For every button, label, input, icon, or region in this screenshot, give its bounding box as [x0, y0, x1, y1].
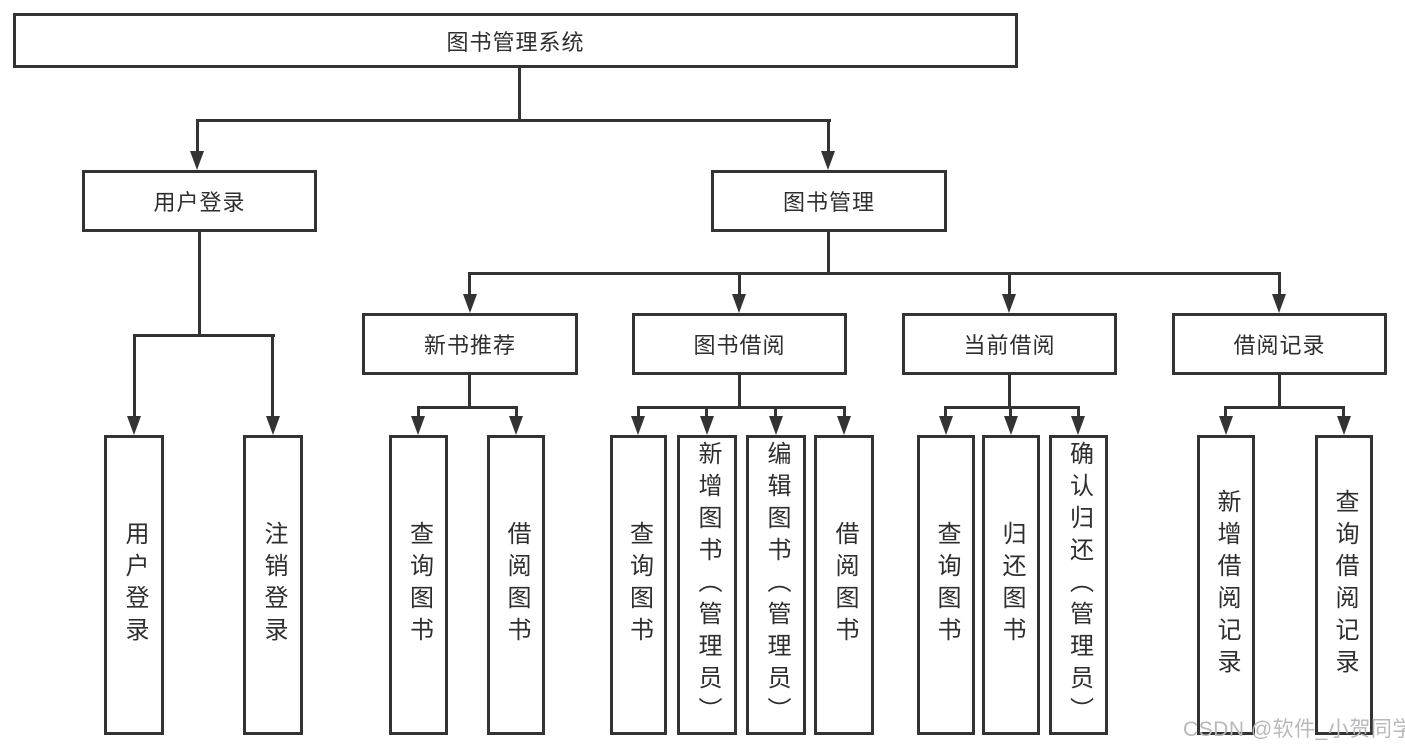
node-leaf-bb-query: 查询图书 [610, 435, 667, 735]
leaf-br-add-label: 新增借阅记录 [1213, 489, 1240, 681]
node-borrow-record: 借阅记录 [1172, 313, 1387, 375]
connector-drop-book-mgmt [827, 119, 830, 155]
node-leaf-bb-edit: 编辑图书（管理员） [746, 435, 806, 735]
arrow-to-new-book [463, 294, 477, 313]
node-leaf-cb-query: 查询图书 [917, 435, 975, 735]
connector-drop-new-book [468, 272, 471, 298]
arrow-to-borrow-record [1272, 294, 1286, 313]
node-leaf-nb-borrow: 借阅图书 [487, 435, 545, 735]
node-book-borrow: 图书借阅 [632, 313, 847, 375]
leaf-cb-return-label: 归还图书 [998, 521, 1025, 649]
connector-drop-bb-edit [774, 406, 777, 420]
connector-drop-current-borrow [1008, 272, 1011, 298]
node-new-book-label: 新书推荐 [423, 333, 516, 358]
connector-book-mgmt-split [468, 272, 1281, 275]
connector-root-split [196, 119, 831, 122]
arrow-to-cb-confirm [1071, 416, 1085, 435]
arrow-to-br-query [1337, 416, 1351, 435]
connector-drop-cb-confirm [1077, 406, 1080, 420]
arrow-to-leaf-user-login [127, 416, 141, 435]
connector-book-mgmt-stem [827, 232, 830, 275]
arrow-to-bb-add [700, 416, 714, 435]
connector-drop-borrow-record [1278, 272, 1281, 298]
arrow-to-bb-edit [769, 416, 783, 435]
arrow-to-cb-return [1004, 416, 1018, 435]
leaf-bb-edit-label: 编辑图书（管理员） [763, 441, 790, 729]
node-root: 图书管理系统 [13, 13, 1018, 68]
leaf-bb-query-label: 查询图书 [625, 521, 653, 649]
arrow-to-book-mgmt [821, 151, 835, 170]
connector-drop-book-borrow [738, 272, 741, 298]
node-leaf-cb-confirm: 确认归还（管理员） [1049, 435, 1108, 735]
arrow-to-bb-borrow [837, 416, 851, 435]
leaf-cb-confirm-label: 确认归还（管理员） [1065, 441, 1093, 729]
connector-drop-leaf-user-login [133, 334, 136, 420]
arrow-to-current-borrow [1002, 294, 1016, 313]
arrow-to-book-borrow [732, 294, 746, 313]
connector-current-borrow-split [944, 406, 1080, 409]
node-leaf-cb-return: 归还图书 [982, 435, 1040, 735]
node-book-mgmt: 图书管理 [711, 170, 947, 232]
connector-drop-nb-borrow [515, 406, 518, 420]
connector-borrow-record-split [1224, 406, 1345, 409]
leaf-nb-query-label: 查询图书 [405, 521, 433, 649]
node-book-borrow-label: 图书借阅 [693, 333, 786, 358]
leaf-br-query-label: 查询借阅记录 [1331, 489, 1358, 681]
csdn-watermark: CSDN @软件_小贺同学 [1183, 718, 1405, 741]
leaf-bb-borrow-label: 借阅图书 [831, 521, 858, 649]
connector-drop-bb-borrow [843, 406, 846, 420]
node-book-mgmt-label: 图书管理 [782, 190, 875, 215]
node-user-login: 用户登录 [82, 170, 317, 232]
connector-book-borrow-split [637, 406, 846, 409]
node-user-login-label: 用户登录 [153, 190, 246, 215]
node-borrow-record-label: 借阅记录 [1233, 333, 1326, 358]
leaf-nb-borrow-label: 借阅图书 [503, 521, 530, 649]
arrow-to-bb-query [631, 416, 645, 435]
arrow-to-nb-borrow [509, 416, 523, 435]
node-leaf-nb-query: 查询图书 [389, 435, 448, 735]
leaf-bb-add-label: 新增图书（管理员） [694, 441, 721, 729]
leaf-user-login-label: 用户登录 [121, 521, 148, 649]
arrow-to-user-login [190, 151, 204, 170]
connector-book-borrow-stem [738, 375, 741, 409]
node-leaf-br-query: 查询借阅记录 [1315, 435, 1373, 735]
connector-new-book-stem [468, 375, 471, 409]
connector-drop-br-query [1342, 406, 1345, 420]
connector-borrow-record-stem [1278, 375, 1281, 409]
node-leaf-bb-add: 新增图书（管理员） [677, 435, 737, 735]
connector-drop-cb-query [944, 406, 947, 420]
arrow-to-cb-query [939, 416, 953, 435]
connector-root-stem [518, 68, 521, 121]
arrow-to-leaf-logout [266, 416, 280, 435]
connector-drop-bb-add [705, 406, 708, 420]
connector-current-borrow-stem [1008, 375, 1011, 409]
connector-new-book-split [417, 406, 518, 409]
node-leaf-logout: 注销登录 [243, 435, 303, 735]
arrow-to-nb-query [411, 416, 425, 435]
connector-drop-bb-query [637, 406, 640, 420]
connector-user-login-split [133, 334, 275, 337]
connector-drop-leaf-logout [271, 334, 274, 420]
connector-user-login-stem [198, 232, 201, 337]
connector-drop-br-add [1224, 406, 1227, 420]
connector-drop-user-login [196, 119, 199, 155]
node-leaf-bb-borrow: 借阅图书 [814, 435, 874, 735]
connector-drop-nb-query [417, 406, 420, 420]
leaf-cb-query-label: 查询图书 [933, 521, 960, 649]
node-current-borrow-label: 当前借阅 [963, 333, 1056, 358]
leaf-logout-label: 注销登录 [260, 521, 287, 649]
arrow-to-br-add [1219, 416, 1233, 435]
node-leaf-user-login: 用户登录 [104, 435, 164, 735]
connector-drop-cb-return [1009, 406, 1012, 420]
node-leaf-br-add: 新增借阅记录 [1197, 435, 1255, 735]
node-root-label: 图书管理系统 [446, 29, 585, 55]
node-current-borrow: 当前借阅 [902, 313, 1117, 375]
node-new-book: 新书推荐 [362, 313, 578, 375]
